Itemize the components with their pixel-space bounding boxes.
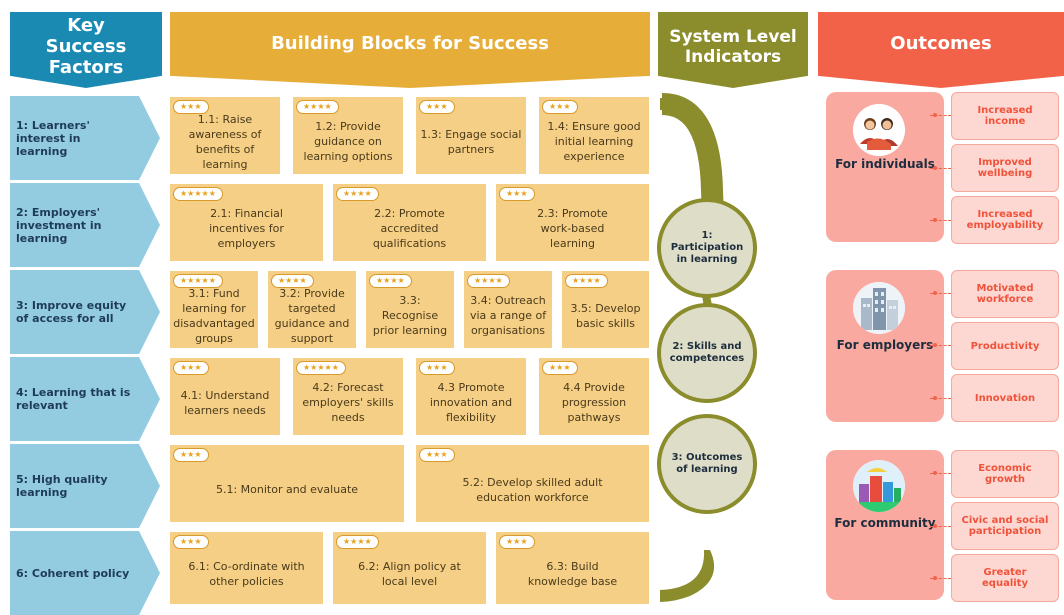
star-rating: ★★★★	[369, 274, 412, 288]
connector-dot	[933, 396, 937, 400]
outcome-improved-wellbeing: Improved wellbeing	[951, 144, 1059, 192]
connector-dot	[933, 166, 937, 170]
factor-6: 6: Coherent policy	[10, 531, 160, 615]
indicator-2: 2: Skills and competences	[657, 303, 757, 403]
block-3-2: ★★★★3.2: Provide targeted guidance and s…	[268, 271, 356, 348]
star-rating: ★★★★★	[173, 187, 223, 201]
star-rating: ★★★★	[565, 274, 608, 288]
star-rating: ★★★★★	[173, 274, 223, 288]
block-1-1: ★★★1.1: Raise awareness of benefits of l…	[170, 97, 280, 174]
outcome-civic-social-participation: Civic and social participation	[951, 502, 1059, 550]
star-rating: ★★★★	[467, 274, 510, 288]
outcome-innovation: Innovation	[951, 374, 1059, 422]
connector-dot	[933, 576, 937, 580]
block-3-1: ★★★★★3.1: Fund learning for disadvantage…	[170, 271, 258, 348]
connector-dot	[933, 291, 937, 295]
outcome-greater-equality: Greater equality	[951, 554, 1059, 602]
indicator-3: 3: Outcomes of learning	[657, 414, 757, 514]
block-2-3: ★★★2.3: Promote work-based learning	[496, 184, 649, 261]
connector	[930, 168, 951, 169]
factor-3: 3: Improve equity of access for all	[10, 270, 160, 354]
connector	[930, 115, 951, 116]
star-rating: ★★★★	[336, 535, 379, 549]
connector	[930, 526, 951, 527]
town-icon	[853, 460, 905, 512]
outcome-label-employers: For employers	[836, 338, 934, 352]
block-3-4: ★★★★3.4: Outreach via a range of organis…	[464, 271, 552, 348]
star-rating: ★★★★	[271, 274, 314, 288]
connector	[930, 578, 951, 579]
connector	[930, 293, 951, 294]
factor-2: 2: Employers' investment in learning	[10, 183, 160, 267]
block-6-3: ★★★6.3: Build knowledge base	[496, 532, 649, 604]
factor-1: 1: Learners' interest in learning	[10, 96, 160, 180]
star-rating: ★★★	[542, 100, 578, 114]
star-rating: ★★★★★	[296, 361, 346, 375]
block-3-3: ★★★★3.3: Recognise prior learning	[366, 271, 454, 348]
factor-5: 5: High quality learning	[10, 444, 160, 528]
buildings-icon	[853, 282, 905, 334]
connector	[930, 473, 951, 474]
star-rating: ★★★	[173, 100, 209, 114]
outcome-label-individuals: For individuals	[835, 157, 935, 171]
indicator-1: 1: Participation in learning	[657, 198, 757, 298]
outcome-increased-income: Increased income	[951, 92, 1059, 140]
star-rating: ★★★	[173, 448, 209, 462]
block-4-4: ★★★4.4 Provide progression pathways	[539, 358, 649, 435]
star-rating: ★★★	[173, 535, 209, 549]
star-rating: ★★★	[419, 448, 455, 462]
connector-dot	[933, 471, 937, 475]
star-rating: ★★★	[173, 361, 209, 375]
block-6-1: ★★★6.1: Co-ordinate with other policies	[170, 532, 323, 604]
connector-dot	[933, 343, 937, 347]
connector	[930, 398, 951, 399]
outcome-productivity: Productivity	[951, 322, 1059, 370]
star-rating: ★★★★	[336, 187, 379, 201]
connector	[930, 345, 951, 346]
connector-dot	[933, 113, 937, 117]
block-5-2: ★★★5.2: Develop skilled adult education …	[416, 445, 649, 522]
outcome-motivated-workforce: Motivated workforce	[951, 270, 1059, 318]
block-1-3: ★★★1.3: Engage social partners	[416, 97, 526, 174]
connector-dot	[933, 218, 937, 222]
system-level-indicators-header: System Level Indicators	[658, 12, 808, 88]
star-rating: ★★★	[542, 361, 578, 375]
block-4-2: ★★★★★4.2: Forecast employers' skills nee…	[293, 358, 403, 435]
block-3-5: ★★★★3.5: Develop basic skills	[562, 271, 649, 348]
building-blocks-header: Building Blocks for Success	[170, 12, 650, 88]
outcome-increased-employability: Increased employability	[951, 196, 1059, 244]
factor-4: 4: Learning that is relevant	[10, 357, 160, 441]
connector	[930, 220, 951, 221]
block-6-2: ★★★★6.2: Align policy at local level	[333, 532, 486, 604]
people-icon	[853, 104, 905, 156]
star-rating: ★★★	[499, 535, 535, 549]
block-4-1: ★★★4.1: Understand learners needs	[170, 358, 280, 435]
block-4-3: ★★★4.3 Promote innovation and flexibilit…	[416, 358, 526, 435]
outcomes-header: Outcomes	[818, 12, 1064, 88]
star-rating: ★★★	[419, 100, 455, 114]
connector-dot	[933, 524, 937, 528]
block-1-2: ★★★★1.2: Provide guidance on learning op…	[293, 97, 403, 174]
block-1-4: ★★★1.4: Ensure good initial learning exp…	[539, 97, 649, 174]
key-success-factors-header: Key Success Factors	[10, 12, 162, 88]
outcome-economic-growth: Economic growth	[951, 450, 1059, 498]
star-rating: ★★★	[499, 187, 535, 201]
outcome-label-community: For community	[834, 516, 936, 530]
block-5-1: ★★★5.1: Monitor and evaluate	[170, 445, 404, 522]
block-2-2: ★★★★2.2: Promote accredited qualificatio…	[333, 184, 486, 261]
star-rating: ★★★	[419, 361, 455, 375]
star-rating: ★★★★	[296, 100, 339, 114]
block-2-1: ★★★★★2.1: Financial incentives for emplo…	[170, 184, 323, 261]
